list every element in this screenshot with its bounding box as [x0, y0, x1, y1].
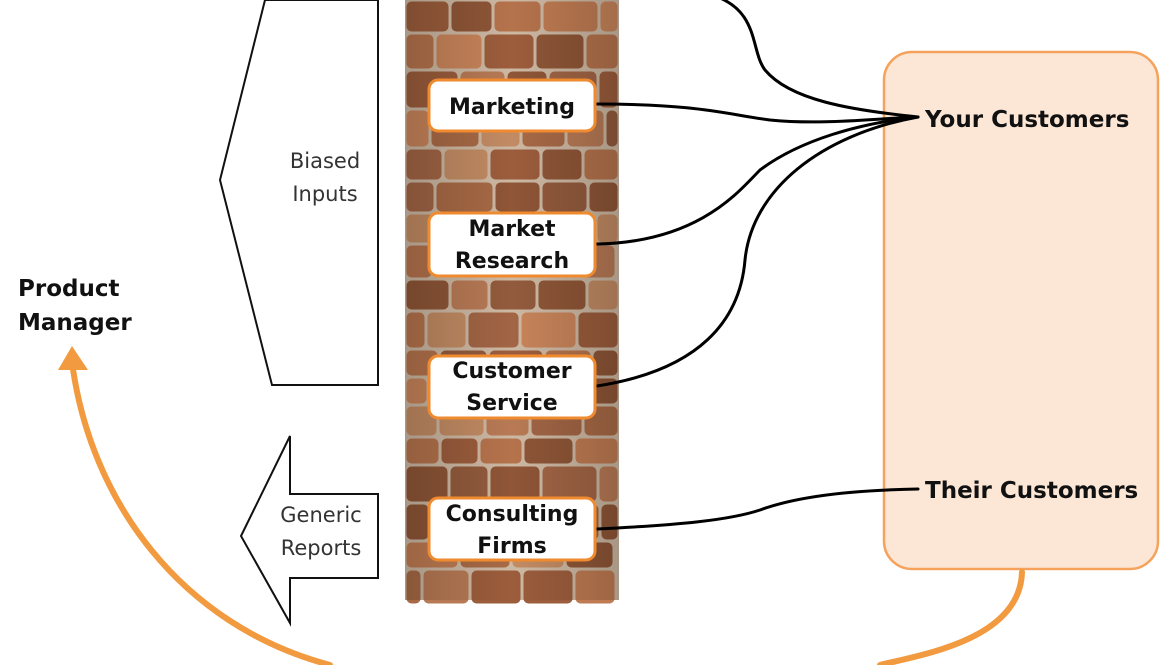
wall-box-customer-service-label-1: Customer	[452, 359, 571, 384]
wall-box-customer-service-label-2: Service	[466, 391, 557, 416]
biased-inputs-label-1: Biased	[290, 149, 360, 173]
wall-box-consulting-firms-label-1: Consulting	[446, 502, 579, 527]
connector-market-research	[595, 115, 920, 246]
biased-inputs-label-2: Inputs	[292, 182, 357, 206]
wall-box-consulting-firms: Consulting Firms	[427, 496, 597, 562]
wall-box-consulting-firms-label-2: Firms	[477, 534, 546, 559]
connector-customer-service	[595, 115, 920, 388]
biased-inputs-arrow	[218, 0, 379, 386]
wall-box-marketing: Marketing	[427, 78, 597, 133]
wall-box-market-research: Market Research	[427, 211, 597, 278]
generic-reports-arrow	[239, 435, 379, 627]
wall-box-market-research-label-2: Research	[455, 249, 569, 274]
product-manager-label-1: Product	[18, 276, 119, 302]
wall-box-marketing-label: Marketing	[449, 95, 575, 120]
feedback-arrow-line	[69, 359, 1025, 665]
connector-top	[720, 0, 920, 119]
generic-reports-label-1: Generic	[280, 503, 361, 527]
connector-lines	[595, 0, 920, 531]
generic-reports-label-2: Reports	[281, 536, 362, 560]
wall-box-consulting-firms-frame	[427, 496, 597, 562]
wall-box-market-research-label-1: Market	[468, 217, 556, 242]
wall-box-market-research-frame	[427, 211, 597, 278]
wall-box-customer-service: Customer Service	[427, 354, 597, 420]
connector-marketing	[595, 102, 920, 124]
connector-consulting-firms	[595, 487, 920, 531]
customers-panel	[882, 50, 1160, 571]
wall-box-customer-service-frame	[427, 354, 597, 420]
your-customers-label: Your Customers	[924, 107, 1129, 133]
wall-box-marketing-frame	[427, 78, 597, 133]
their-customers-label: Their Customers	[925, 478, 1138, 504]
product-manager-label-2: Manager	[18, 310, 132, 336]
feedback-arrow-head	[58, 346, 88, 370]
